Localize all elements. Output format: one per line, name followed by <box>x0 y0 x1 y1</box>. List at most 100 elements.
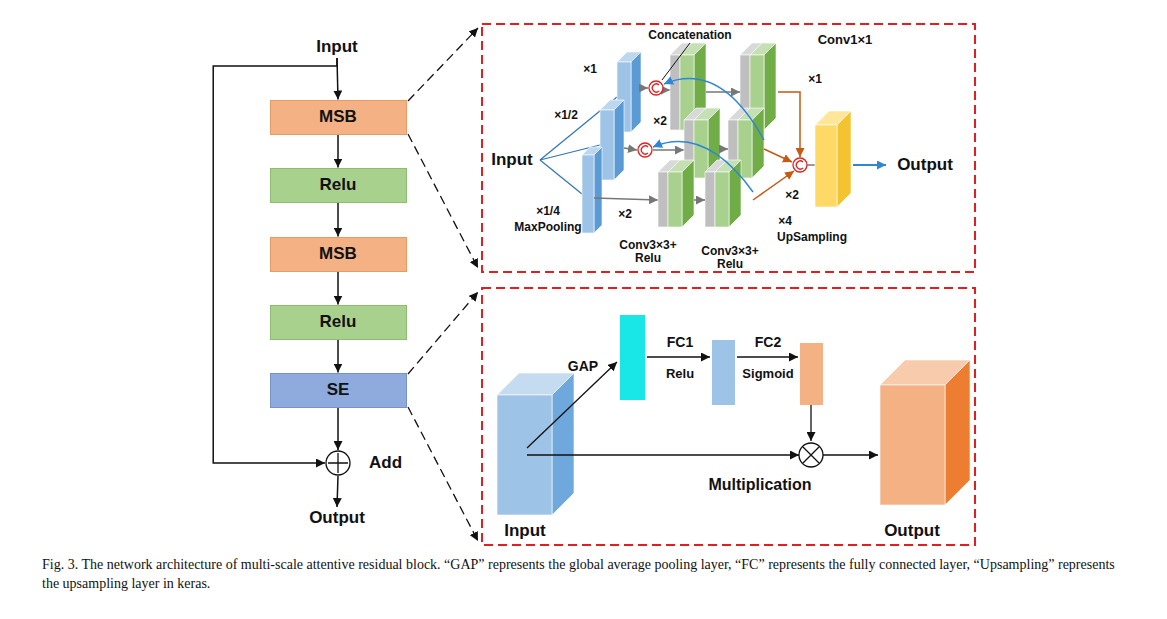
slab-side <box>752 108 764 178</box>
slab-side <box>682 160 694 227</box>
node-text: MSB <box>319 107 357 127</box>
slab-front <box>715 172 729 227</box>
slab-side <box>594 147 602 233</box>
concat-circle <box>793 158 807 172</box>
output-label: Output <box>306 507 368 529</box>
scale-label: ×2 <box>653 115 667 128</box>
activation-label: Relu <box>666 367 694 381</box>
layer-label: Conv1×1 <box>818 33 873 47</box>
leader-line <box>408 28 478 101</box>
pooled-map <box>600 100 624 180</box>
slab-side <box>552 373 574 515</box>
flow-line <box>807 164 815 166</box>
flow-arrow <box>641 87 648 89</box>
flow-arrow <box>624 148 637 150</box>
upsample-line <box>764 149 792 162</box>
concat-symbol <box>638 143 652 157</box>
input-label: Input <box>313 36 361 58</box>
leader-line <box>408 134 478 268</box>
connector <box>337 476 338 507</box>
fc-arrow <box>647 356 710 357</box>
leader-line <box>408 407 478 541</box>
fc-arrow <box>737 356 798 357</box>
layer-label: MaxPooling <box>514 221 581 234</box>
relu-map <box>668 160 694 227</box>
scale-label: ×2 <box>785 189 799 202</box>
multiply-symbol <box>799 443 823 467</box>
scale-line <box>527 454 799 455</box>
slab-front <box>668 172 682 227</box>
scale-label: ×1/4 <box>536 205 560 218</box>
flow-arrow <box>720 148 728 150</box>
multiply-cross <box>803 447 819 463</box>
upsample-line <box>778 92 800 157</box>
node-text: Relu <box>320 175 357 195</box>
slab-front <box>670 55 680 130</box>
add-cross <box>328 453 348 473</box>
callout-frame <box>482 24 975 272</box>
multiply-circle <box>799 443 823 467</box>
slab-side <box>764 43 776 130</box>
pool-line <box>540 160 582 194</box>
layer-label: UpSampling <box>777 231 847 244</box>
node-text: SE <box>327 380 350 400</box>
conv1x1-map <box>815 111 851 207</box>
concat-symbol <box>649 81 663 95</box>
slab-front <box>705 172 715 227</box>
pooled-map <box>582 147 602 233</box>
connector <box>337 135 339 168</box>
caption: Fig. 3. The network architecture of mult… <box>42 556 1127 594</box>
gap-vector <box>620 315 645 400</box>
slab-front <box>658 172 668 227</box>
input-label: Input <box>504 522 546 541</box>
slab-side <box>945 360 970 505</box>
connector <box>337 408 339 451</box>
activation-label: Sigmoid <box>742 367 793 381</box>
process-box: MSB <box>270 100 407 135</box>
node-text: Input <box>316 37 358 57</box>
relu-map <box>715 160 741 227</box>
concat-circle <box>638 143 652 157</box>
slab-front <box>880 385 945 505</box>
layer-label: FC1 <box>667 335 693 350</box>
activation-box: Relu <box>270 168 407 203</box>
annotation: Concatenation <box>648 29 731 42</box>
output-tensor <box>880 360 970 505</box>
connector <box>337 203 339 237</box>
weight-line <box>810 405 811 441</box>
layer-label: Conv3×3+ Relu <box>695 245 765 271</box>
node-text: Relu <box>320 312 357 332</box>
gap-arrow <box>527 362 617 448</box>
scale-label: ×1 <box>583 63 597 76</box>
scale-label: ×1/2 <box>554 109 578 122</box>
output-label: Output <box>884 522 940 541</box>
pointer-line <box>662 43 690 80</box>
process-box: MSB <box>270 237 407 272</box>
node-text: Output <box>309 508 365 528</box>
output-arrow <box>853 164 886 166</box>
concat-circle <box>649 81 663 95</box>
flow-arrow <box>594 198 658 200</box>
input-label: Input <box>491 151 533 170</box>
fc1-vector <box>712 340 735 405</box>
flow-arrow <box>706 91 740 93</box>
connector <box>337 340 339 373</box>
slab-side <box>837 111 851 207</box>
node-text: MSB <box>319 244 357 264</box>
callout-frame <box>482 288 975 545</box>
skip-curve <box>664 78 764 140</box>
flow-arrow <box>653 149 684 151</box>
layer-label: FC2 <box>755 335 781 350</box>
add-circle <box>326 451 350 475</box>
skip-curve <box>653 142 753 192</box>
slab-front <box>815 125 837 207</box>
output-arrow <box>823 454 878 455</box>
concat-symbol <box>793 158 807 172</box>
scale-label: ×1 <box>808 73 822 86</box>
leader-line <box>408 292 478 374</box>
scale-label: ×2 <box>618 208 632 221</box>
flow-arrow <box>664 89 670 91</box>
